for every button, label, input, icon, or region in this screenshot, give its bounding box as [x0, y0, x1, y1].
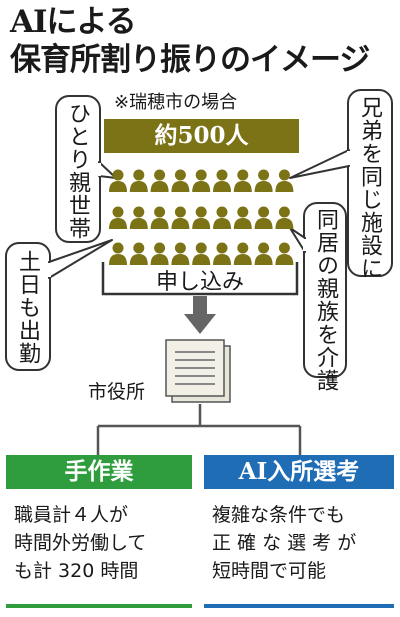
person-icon: [192, 242, 211, 265]
person-icon: [129, 206, 148, 229]
person-icon: [233, 206, 252, 229]
title-line-2: 保育所割り振りのイメージ: [10, 42, 370, 78]
applicant-count-box: 約500人: [104, 119, 299, 153]
person-icon: [171, 169, 190, 192]
person-icon: [233, 169, 252, 192]
note: ※瑞穂市の場合: [114, 92, 238, 113]
person-icon: [150, 242, 169, 265]
callout-weekend-work: 土日も出勤: [15, 250, 40, 365]
manual-line-2: 時間外労働して: [14, 532, 147, 554]
person-icon: [109, 169, 127, 192]
manual-bottom-bar: [6, 604, 192, 608]
callout-relatives: 同居の親族を介護: [313, 208, 338, 392]
ai-line-3: 短時間で可能: [212, 560, 327, 582]
person-icon: [254, 242, 273, 265]
ai-bottom-bar: [204, 604, 394, 608]
person-icon: [213, 206, 231, 229]
manual-line-3: も計 320 時間: [14, 560, 139, 582]
person-icon: [171, 206, 190, 229]
person-icon: [275, 169, 294, 192]
person-icon: [109, 242, 127, 265]
down-arrow: [184, 296, 216, 334]
manual-line-1: 職員計４人が: [14, 504, 129, 526]
person-icon: [254, 206, 273, 229]
person-icon: [213, 169, 231, 192]
person-icon: [171, 242, 190, 265]
callout-single-parent: ひとり親世帯: [65, 102, 90, 240]
callout-bubble-relatives: [289, 202, 347, 378]
people-grid: [109, 169, 294, 265]
person-icon: [233, 242, 252, 265]
ai-line-2: 正 確 な 選 考 が: [212, 532, 357, 554]
person-icon: [150, 206, 169, 229]
person-icon: [213, 242, 231, 265]
person-icon: [275, 206, 294, 229]
person-icon: [129, 242, 148, 265]
title-line-1: AIによる: [10, 4, 137, 40]
manual-header: 手作業: [6, 455, 192, 489]
person-icon: [192, 206, 211, 229]
branch-lines: [96, 404, 302, 455]
callout-bubble-single-parent: [55, 95, 117, 243]
person-icon: [275, 242, 294, 265]
callout-bubble-siblings: [289, 89, 393, 277]
apply-label: 申し込み: [155, 270, 244, 295]
ai-line-1: 複雑な条件でも: [212, 504, 346, 526]
person-icon: [150, 169, 169, 192]
city-office-label: 市役所: [88, 381, 146, 403]
person-icon: [129, 169, 148, 192]
ai-header: AI入所選考: [204, 455, 394, 489]
callout-bubble-weekend-work: [5, 239, 113, 371]
person-icon: [192, 169, 211, 192]
person-icon: [254, 169, 273, 192]
application-tray: [101, 262, 299, 296]
person-icon: [109, 206, 127, 229]
callout-siblings: 兄弟を同じ施設に: [357, 96, 382, 280]
document-stack-icon: [165, 339, 231, 403]
